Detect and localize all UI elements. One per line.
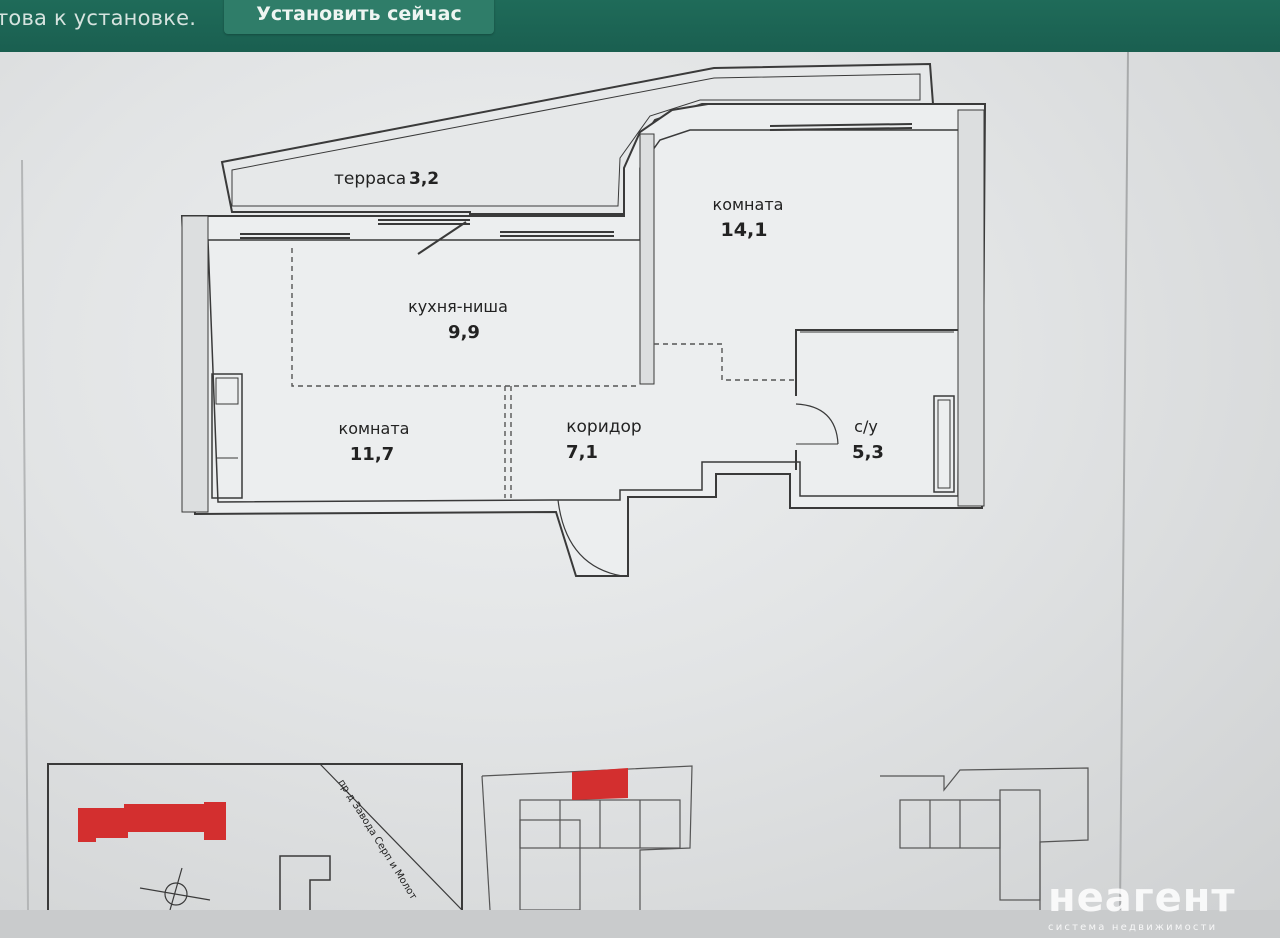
room-small-area: 11,7 [350,444,394,465]
room-big-label: комната [713,195,784,214]
page-edge [21,159,29,910]
floor-thumbnail [880,767,1089,910]
terrace-label: терраса [334,169,406,189]
corridor-area: 7,1 [566,442,598,463]
room-small-label: комната [339,419,410,438]
neagent-watermark: неагент система недвижимости [1048,878,1248,938]
kitchen-label: кухня-ниша [408,297,508,316]
partitions [211,329,958,577]
install-now-button[interactable]: Установить сейчас [224,0,494,34]
terrace-area: 3,2 [409,169,439,189]
bathroom-area: 5,3 [852,442,884,463]
floor-thumbnail-highlighted [481,765,693,910]
zone-dividers [291,248,796,498]
floor-plan-page: терраса 3,2 комната 14,1 кухня-ниша 9,9 … [0,52,1280,933]
street-label: пр-д Завода Серп и Молот [335,778,418,902]
apartment-highlight [572,768,628,800]
room-labels: терраса 3,2 комната 14,1 кухня-ниша 9,9 … [334,169,884,465]
corridor-label: коридор [566,417,641,437]
site-map: пр-д Завода Серп и Молот [47,763,463,910]
building-highlight [78,802,226,842]
kitchen-area: 9,9 [448,322,480,343]
watermark-subtitle: система недвижимости [1048,922,1218,933]
apartment-walls [180,103,987,577]
windows [240,123,913,255]
watermark-logo: неагент [1048,875,1236,921]
compass-icon [139,867,211,910]
browser-install-bar: това к установке. Установить сейчас [0,0,1280,52]
panel-divider [1119,52,1129,910]
install-message: това к установке. [0,6,197,30]
room-big-area: 14,1 [721,219,768,241]
bathroom-label: с/у [854,417,878,436]
floor-plan-drawing: терраса 3,2 комната 14,1 кухня-ниша 9,9 … [21,52,1129,910]
